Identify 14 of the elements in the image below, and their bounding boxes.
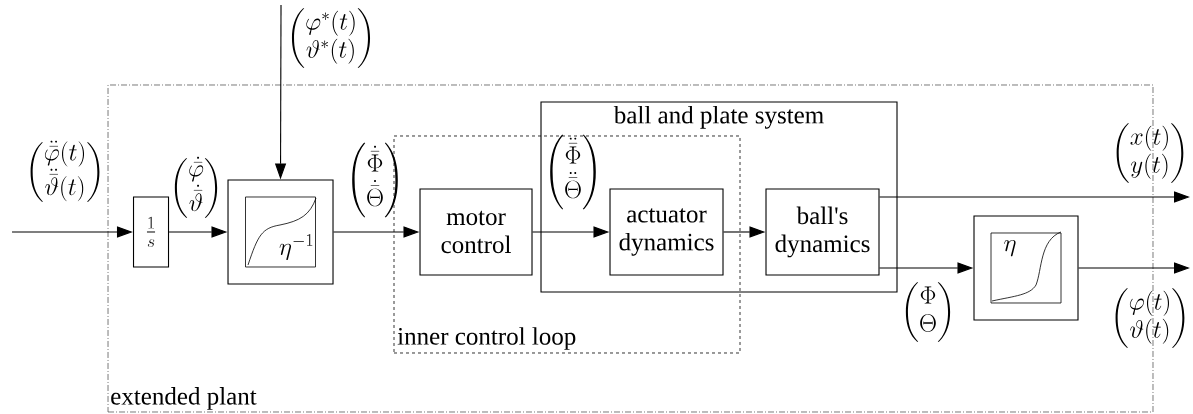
characteristic-block: $\eta^{-1}$ — [227, 179, 334, 285]
signal-vector: $\begin{pmatrix}\varphi(t)\\ \vartheta(t)\end{pmatrix}$ — [1115, 288, 1185, 348]
signal-vector: $\begin{pmatrix}\ddot{\bar{\varphi}}(t)\\ \ddot{\bar{\vartheta}}(t)\end{pmatrix}$ — [30, 140, 100, 202]
signal-vector: $\begin{pmatrix}\ddot{\bar{\Phi}}\\ \ddot{\bar{\Theta}}\end{pmatrix}$ — [550, 134, 596, 210]
signal-vector: $\begin{pmatrix}\dot{\bar{\Phi}}\\ \dot{\bar{\Theta}}\end{pmatrix}$ — [352, 142, 398, 218]
process-block: actuator dynamics — [609, 188, 724, 276]
signal-vector: $\begin{pmatrix}\varphi^{*}(t)\\ \vartheta^{*}(t)\end{pmatrix}$ — [291, 8, 371, 68]
signal-vector: $\begin{pmatrix}x(t)\\ y(t)\end{pmatrix}$ — [1116, 123, 1184, 183]
process-block: ball's dynamics — [765, 188, 880, 276]
process-block: motor control — [419, 188, 533, 276]
signal-vector: $\begin{pmatrix}\dot{\bar{\varphi}}\\ \dot{\bar{\vartheta}}\end{pmatrix}$ — [174, 156, 218, 218]
transfer-block: $\frac{1}{s}$ — [132, 196, 170, 268]
characteristic-block: $\eta$ — [973, 215, 1079, 321]
signal-vector: $\begin{pmatrix}\Phi\\ \Theta\end{pmatrix}$ — [905, 282, 951, 342]
